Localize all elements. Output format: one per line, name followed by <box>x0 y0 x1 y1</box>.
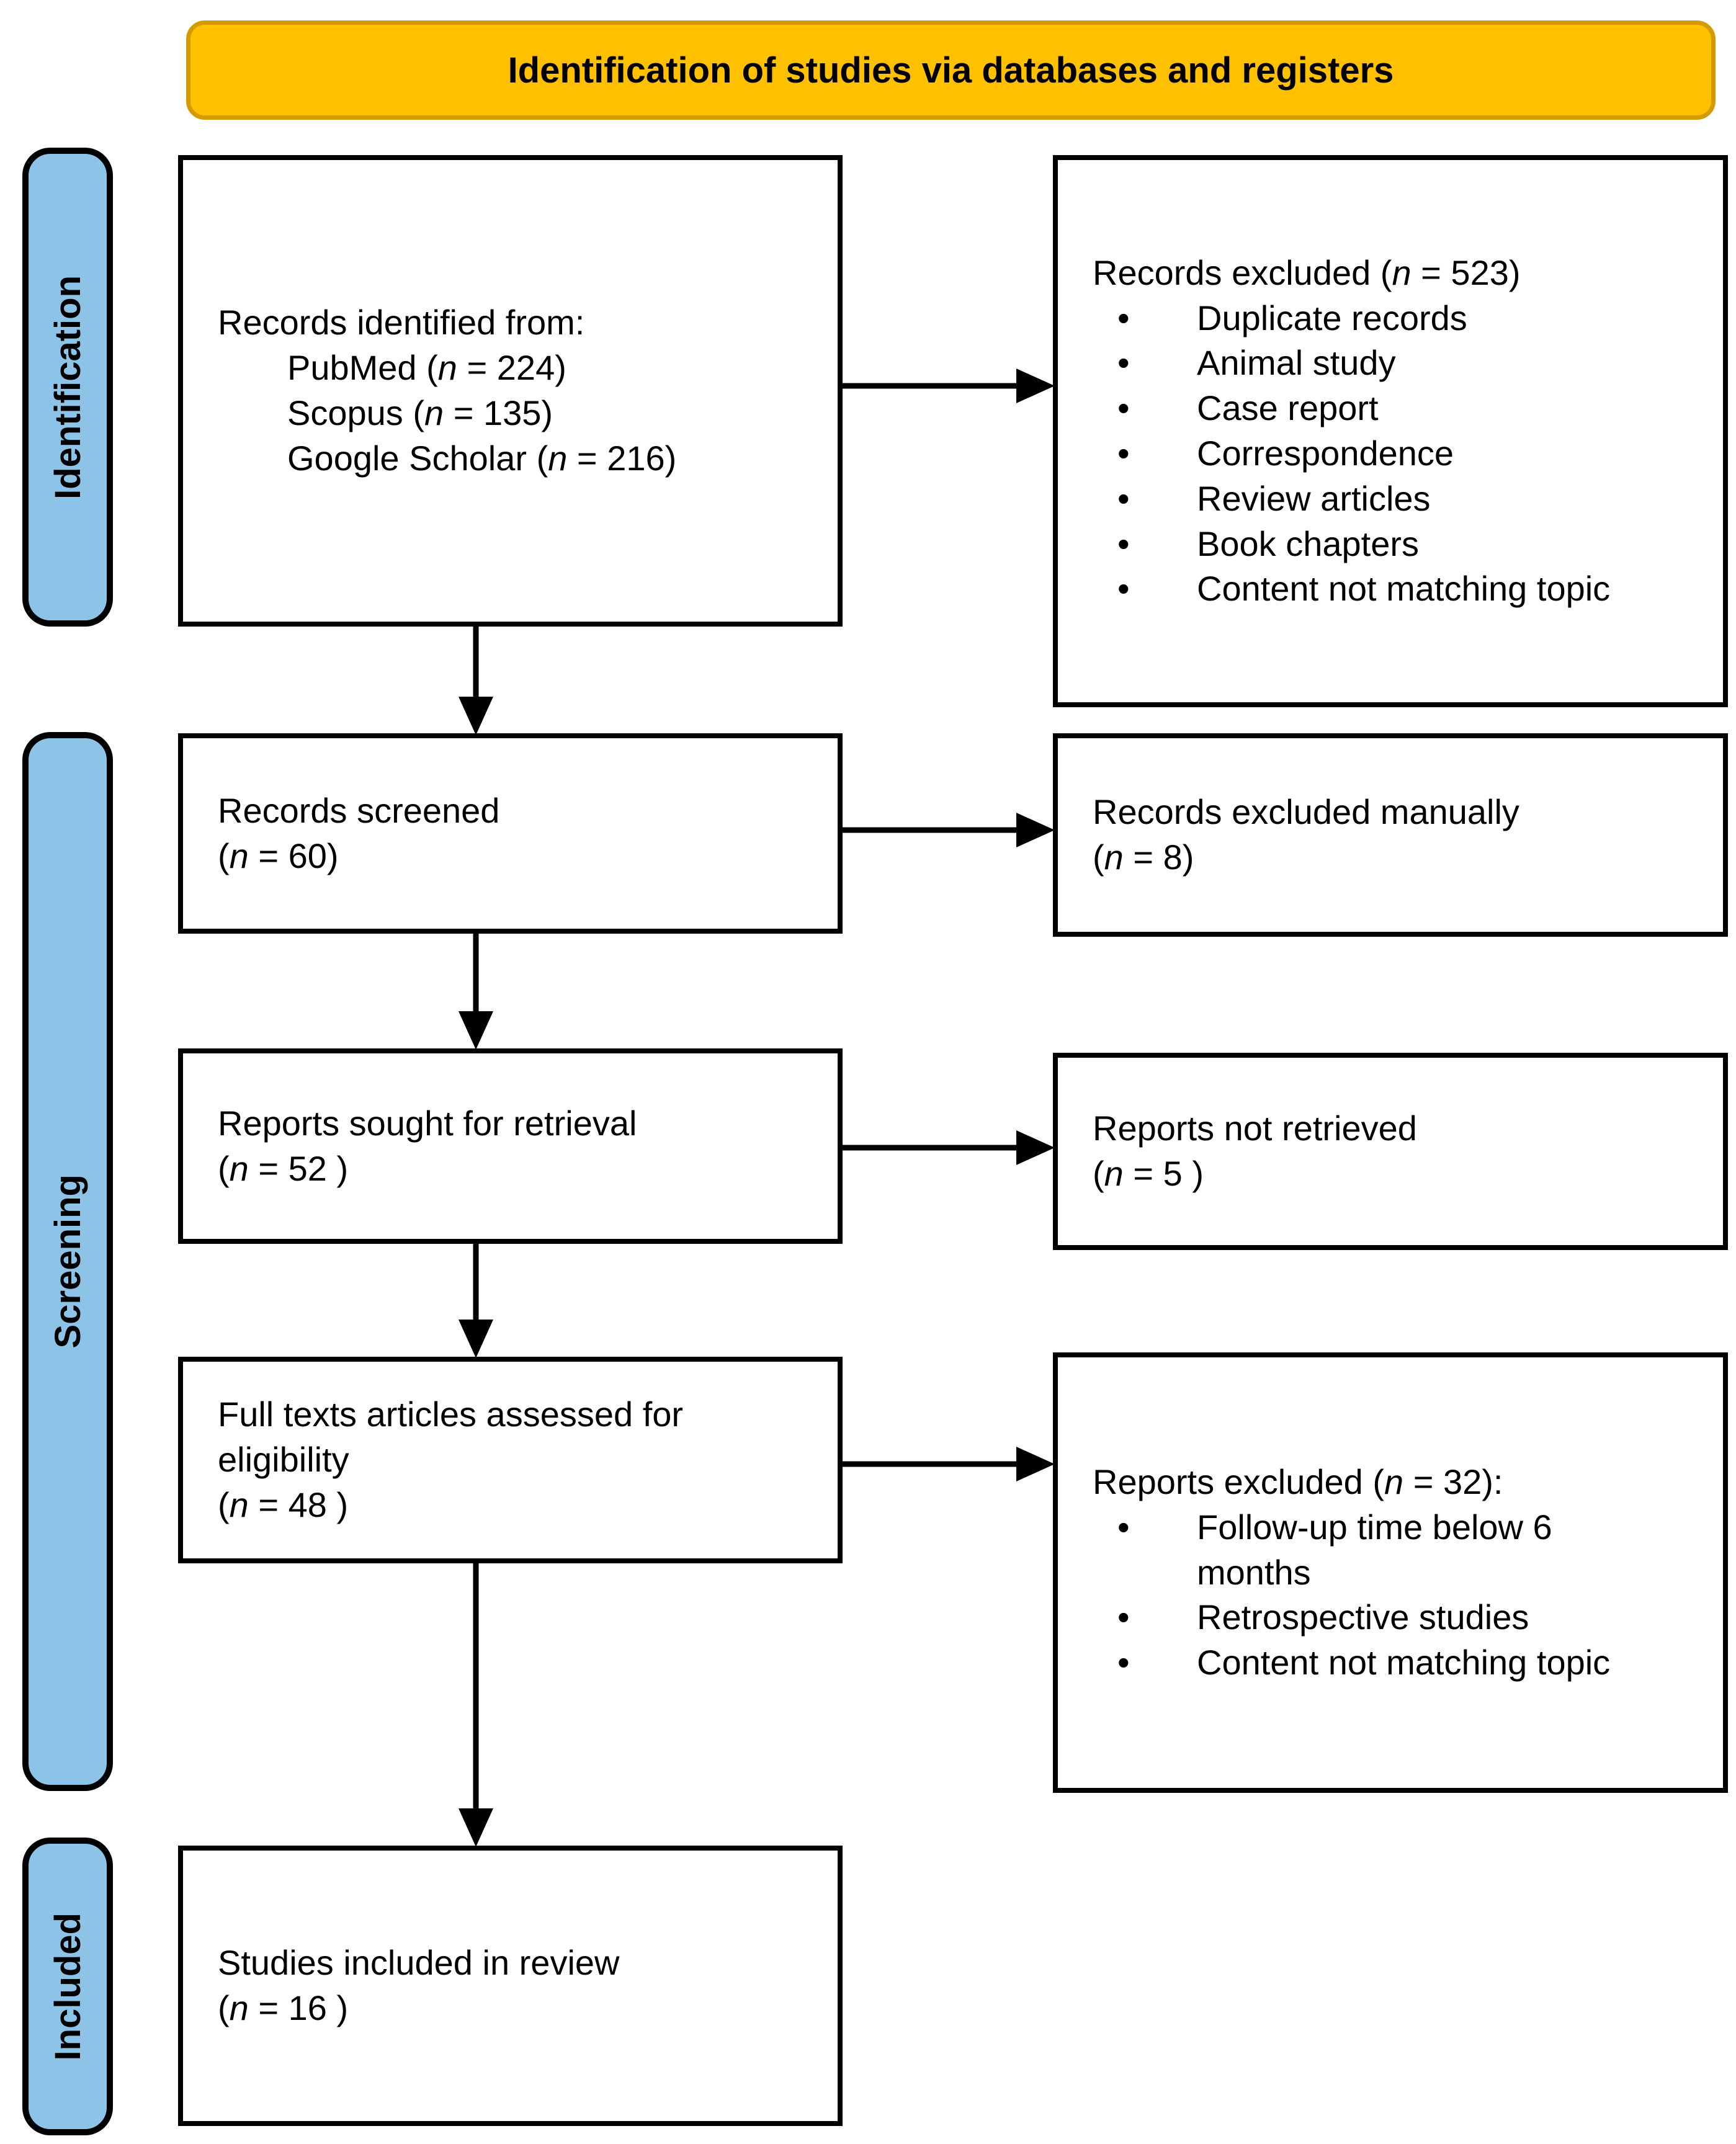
bullet-dot: • <box>1117 569 1130 609</box>
bullet-item: • Review articles <box>1117 476 1701 522</box>
box-text-line: Records excluded (n = 523) <box>1093 252 1521 292</box>
bullet-text: Review articles <box>1197 478 1431 518</box>
arrow-identified-to-records-excluded <box>843 368 1055 403</box>
box-text-line: Reports excluded (n = 32): <box>1093 1462 1503 1501</box>
bullet-dot: • <box>1117 1597 1130 1637</box>
box-records-identified: Records identified from: PubMed (n = 224)… <box>178 155 843 627</box>
bullet-item: • Follow-up time below 6 months <box>1117 1505 1701 1596</box>
arrow-identified-to-screened <box>459 627 493 735</box>
bullet-dot: • <box>1117 524 1130 563</box>
box-text-line: Records identified from: <box>218 303 585 342</box>
box-text-line: (n = 5 ) <box>1093 1154 1204 1193</box>
box-full-texts-assessed: Full texts articles assessed for eligibil… <box>178 1357 843 1563</box>
bullet-dot: • <box>1117 1643 1130 1682</box>
box-text-line: Studies included in review <box>218 1943 620 1983</box>
box-text-line: (n = 60) <box>218 836 339 875</box>
bullet-text: Content not matching topic <box>1197 1643 1611 1682</box>
arrow-screened-to-excluded-manually <box>843 813 1055 847</box>
box-text-line: Google Scholar (n = 216) <box>287 438 677 478</box>
bullet-text: Animal study <box>1197 343 1396 383</box>
box-text-line: PubMed (n = 224) <box>287 348 566 388</box>
box-reports-not-retrieved: Reports not retrieved (n = 5 ) <box>1053 1053 1728 1250</box>
box-reports-sought-for-retrieval: Reports sought for retrieval (n = 52 ) <box>178 1048 843 1244</box>
arrow-screened-to-sought <box>459 934 493 1050</box>
bullet-dot: • <box>1117 1507 1130 1547</box>
stage-label-screening-text: Screening <box>47 1174 88 1349</box>
bullet-dot: • <box>1117 298 1130 337</box>
bullet-text: Retrospective studies <box>1197 1597 1529 1637</box>
box-text-line: (n = 48 ) <box>218 1485 349 1524</box>
bullet-text: Content not matching topic <box>1197 569 1611 609</box>
bullet-text: Correspondence <box>1197 434 1454 473</box>
bullet-item: • Content not matching topic <box>1117 566 1701 612</box>
stage-label-identification: Identification <box>22 148 113 627</box>
arrow-assessed-to-reports-excluded <box>843 1447 1055 1481</box>
bullet-text: Book chapters <box>1197 524 1419 563</box>
box-text-line: (n = 52 ) <box>218 1148 349 1188</box>
bullet-item: • Book chapters <box>1117 522 1701 567</box>
bullet-dot: • <box>1117 343 1130 383</box>
bullet-text: Case report <box>1197 388 1379 428</box>
bullet-item: • Animal study <box>1117 341 1701 386</box>
banner-title: Identification of studies via databases … <box>508 50 1394 91</box>
bullet-dot: • <box>1117 478 1130 518</box>
box-text-line: Scopus (n = 135) <box>287 393 553 432</box>
box-text-line: Reports not retrieved <box>1093 1109 1417 1148</box>
box-reports-excluded: Reports excluded (n = 32): • Follow-up tim… <box>1053 1352 1728 1793</box>
stage-label-identification-text: Identification <box>47 275 88 499</box>
arrow-sought-to-not-retrieved <box>843 1130 1055 1165</box>
arrow-assessed-to-included <box>459 1563 493 1847</box>
bullet-item: • Retrospective studies <box>1117 1595 1701 1640</box>
box-text-line: (n = 8) <box>1093 838 1194 877</box>
box-records-excluded-manually: Records excluded manually (n = 8) <box>1053 733 1728 937</box>
bullet-item: • Correspondence <box>1117 431 1701 476</box>
bullet-item: • Case report <box>1117 386 1701 431</box>
banner: Identification of studies via databases … <box>186 20 1716 120</box>
box-text-line: Records excluded manually <box>1093 792 1519 832</box>
stage-label-screening: Screening <box>22 732 113 1791</box>
box-studies-included-in-review: Studies included in review (n = 16 ) <box>178 1846 843 2126</box>
bullet-text: Duplicate records <box>1197 298 1467 337</box>
arrow-sought-to-assessed <box>459 1244 493 1358</box>
box-text-line: Records screened <box>218 790 500 830</box>
box-records-screened: Records screened (n = 60) <box>178 733 843 934</box>
bullet-item: • Duplicate records <box>1117 296 1701 341</box>
box-records-excluded: Records excluded (n = 523) • Duplicate rec… <box>1053 155 1728 707</box>
box-text-line: eligibility <box>218 1440 349 1480</box>
bullet-dot: • <box>1117 388 1130 428</box>
bullet-item: • Content not matching topic <box>1117 1640 1701 1686</box>
bullet-text: Follow-up time below 6 months <box>1197 1507 1552 1592</box>
stage-label-included: Included <box>22 1838 113 2135</box>
stage-label-included-text: Included <box>47 1912 88 2061</box>
box-text-line: Full texts articles assessed for <box>218 1395 684 1434</box>
bullet-dot: • <box>1117 434 1130 473</box>
box-text-line: Reports sought for retrieval <box>218 1103 637 1143</box>
box-text-line: (n = 16 ) <box>218 1988 349 2027</box>
